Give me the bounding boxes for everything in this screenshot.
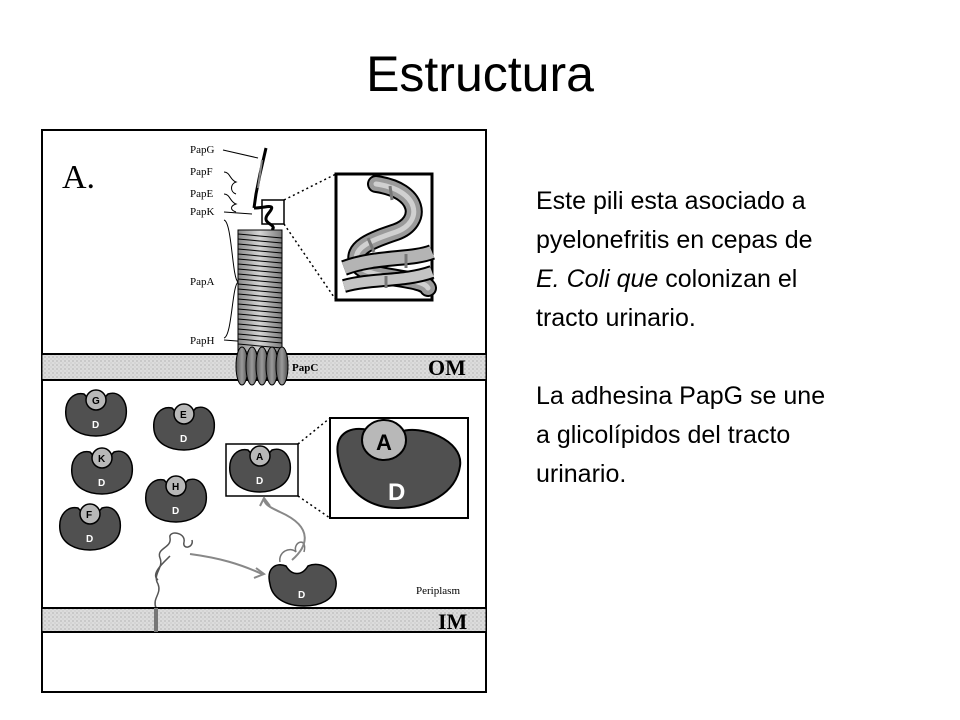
label-papf: PapF xyxy=(190,166,213,178)
complex-k: K D xyxy=(70,447,134,495)
coil-inset xyxy=(334,172,437,302)
complex-inset: A D xyxy=(329,417,469,519)
pathway-arrows xyxy=(189,496,306,579)
label-papg: PapG xyxy=(190,144,215,156)
complex-k-subunit: K xyxy=(98,454,106,465)
papa-rod xyxy=(237,199,285,353)
label-paph: PapH xyxy=(190,335,215,347)
panel-label: A. xyxy=(62,159,95,196)
label-papa: PapA xyxy=(190,276,215,288)
complex-f-chaperone: D xyxy=(86,534,93,545)
complex-g-subunit: G xyxy=(92,396,100,407)
label-pape: PapE xyxy=(190,188,214,200)
zoom-lines-top xyxy=(283,173,337,301)
inner-membrane: IM xyxy=(41,607,487,634)
complex-f-subunit: F xyxy=(86,510,92,521)
p1-line1: Este pili esta asociado a xyxy=(536,187,806,215)
pilus-figure: A. PapG PapF PapE PapK PapA PapH xyxy=(40,128,488,694)
papc-label: PapC xyxy=(292,362,318,374)
complex-a-chaperone: D xyxy=(256,476,263,487)
complex-k-chaperone: D xyxy=(98,478,105,489)
im-label: IM xyxy=(438,609,468,634)
complex-h-chaperone: D xyxy=(172,506,179,517)
inset-chaperone-label: D xyxy=(388,479,405,506)
p1-line4: tracto urinario. xyxy=(536,304,696,332)
description-text: Este pili esta asociado a pyelonefritis … xyxy=(536,182,936,494)
complex-h: H D xyxy=(144,475,208,523)
inset-subunit-label: A xyxy=(376,430,392,455)
pilus-labels: PapG PapF PapE PapK PapA PapH xyxy=(190,144,215,347)
nascent-polypeptide xyxy=(154,532,193,609)
p1-line3-rest: colonizan el xyxy=(658,265,798,293)
complex-h-subunit: H xyxy=(172,482,179,493)
complex-e-subunit: E xyxy=(180,410,187,421)
p1-line2: pyelonefritis en cepas de xyxy=(536,226,813,254)
complex-e-chaperone: D xyxy=(180,434,187,445)
complex-a-boxed: A D xyxy=(225,443,299,497)
complex-a-subunit: A xyxy=(256,452,263,463)
complex-e: E D xyxy=(152,403,216,451)
complex-g-chaperone: D xyxy=(92,420,99,431)
paragraph-adhesin: La adhesina PapG se une a glicolípidos d… xyxy=(536,377,936,494)
complex-f: F D xyxy=(58,503,122,551)
complex-g: G D xyxy=(64,389,128,437)
label-papk: PapK xyxy=(190,206,215,218)
zoom-lines-bottom xyxy=(297,417,331,519)
p2-line3: urinario. xyxy=(536,460,627,488)
periplasm-label: Periplasm xyxy=(416,585,460,597)
om-label: OM xyxy=(428,355,466,380)
species-name: E. Coli que xyxy=(536,265,659,293)
free-chaperone-label: D xyxy=(298,590,305,601)
slide-title: Estructura xyxy=(366,46,594,102)
papc-usher: PapC xyxy=(235,346,318,386)
p2-line1: La adhesina PapG se une xyxy=(536,382,826,410)
tip-fibrillum xyxy=(252,147,275,232)
paragraph-pili-association: Este pili esta asociado a pyelonefritis … xyxy=(536,182,936,338)
p2-line2: a glicolípidos del tracto xyxy=(536,421,791,449)
